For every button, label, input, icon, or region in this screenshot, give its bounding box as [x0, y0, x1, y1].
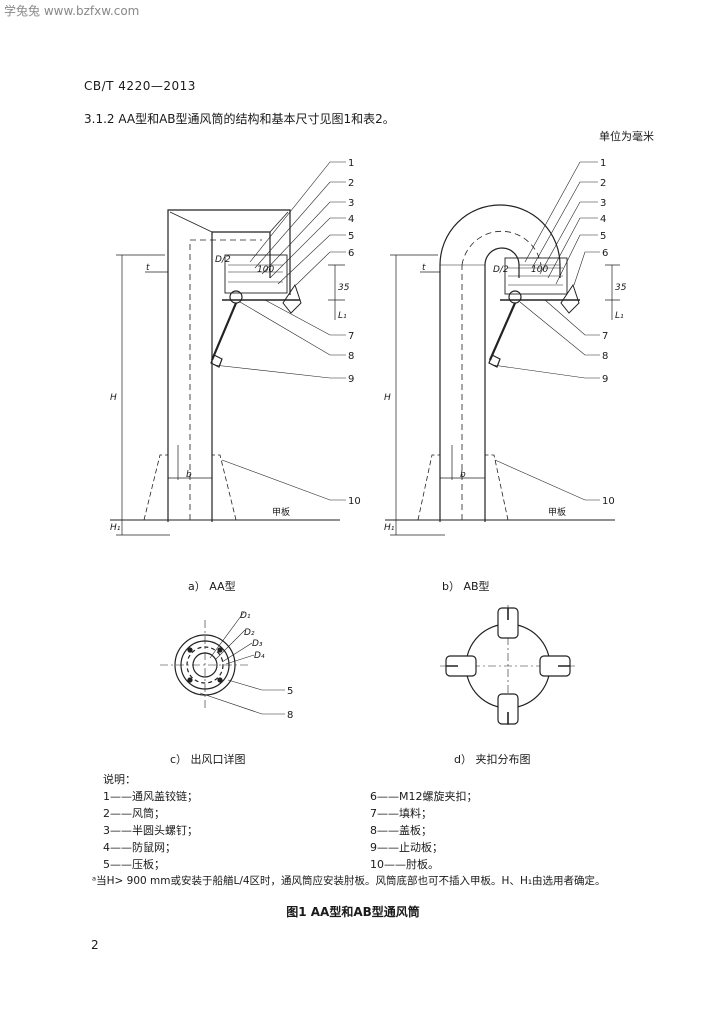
ab-ventilator-drawing — [385, 161, 620, 536]
callout-aa-4: 4 — [348, 214, 354, 225]
callout-ab-10: 10 — [602, 496, 615, 507]
legend-left-2: 2——风筒； — [103, 807, 165, 820]
label-ab-h: H — [384, 393, 391, 403]
callout-ab-7: 7 — [602, 331, 608, 342]
legend-right-8: 8——盖板； — [370, 824, 432, 837]
callout-ab-8: 8 — [602, 351, 608, 362]
page-number: 2 — [91, 938, 99, 952]
label-aa-deck: 甲板 — [272, 506, 290, 518]
footnote: ᵃ当H> 900 mm或安装于船艏L/4区时，通风筒应安装肘板。风筒底部也可不插… — [92, 875, 606, 887]
label-aa-b: b — [186, 470, 192, 480]
callout-ab-3: 3 — [600, 198, 606, 209]
aa-ventilator-drawing — [110, 161, 346, 536]
label-c-d1: D₁ — [240, 611, 251, 621]
label-aa-h1: H₁ — [110, 523, 121, 533]
label-ab-t: t — [422, 263, 426, 273]
callout-c-8: 8 — [287, 710, 293, 721]
legend-right-7: 7——填料； — [370, 807, 432, 820]
label-aa-l1: L₁ — [338, 311, 347, 321]
caption-c: c） 出风口详图 — [170, 753, 246, 766]
legend-right-10: 10——肘板。 — [370, 858, 439, 871]
callout-aa-2: 2 — [348, 178, 354, 189]
callout-aa-9: 9 — [348, 374, 354, 385]
callout-ab-2: 2 — [600, 178, 606, 189]
callout-aa-10: 10 — [348, 496, 361, 507]
label-ab-deck: 甲板 — [548, 506, 566, 518]
callout-ab-5: 5 — [600, 231, 606, 242]
label-c-d2: D₂ — [244, 628, 255, 638]
legend-left-5: 5——压板； — [103, 858, 165, 871]
legend-right-6: 6——M12螺旋夹扣； — [370, 790, 478, 803]
legend-left-4: 4——防鼠网； — [103, 841, 176, 854]
caption-b: b） AB型 — [442, 580, 490, 593]
legend-title: 说明： — [103, 773, 136, 786]
label-aa-d2: D/2 — [215, 255, 231, 265]
unit-note: 单位为毫米 — [599, 130, 654, 143]
callout-aa-1: 1 — [348, 158, 354, 169]
label-ab-100: 100 — [531, 265, 548, 275]
legend-left-3: 3——半圆头螺钉； — [103, 824, 198, 837]
watermark: 学兔兔 www.bzfxw.com — [4, 4, 140, 18]
clause-text: 3.1.2 AA型和AB型通风筒的结构和基本尺寸见图1和表2。 — [84, 112, 395, 126]
label-ab-l1: L₁ — [615, 311, 624, 321]
label-aa-t: t — [146, 263, 150, 273]
callout-aa-3: 3 — [348, 198, 354, 209]
legend-right-9: 9——止动板； — [370, 841, 443, 854]
standard-number: CB/T 4220—2013 — [84, 79, 196, 93]
callout-c-5: 5 — [287, 686, 293, 697]
label-aa-35: 35 — [338, 283, 350, 293]
callout-aa-8: 8 — [348, 351, 354, 362]
label-ab-d2: D/2 — [493, 265, 509, 275]
caption-a: a） AA型 — [188, 580, 236, 593]
label-c-d4: D₄ — [254, 651, 265, 661]
label-aa-h: H — [110, 393, 117, 403]
label-ab-h1: H₁ — [384, 523, 395, 533]
outlet-detail-drawing — [160, 611, 285, 715]
figure-title: 图1 AA型和AB型通风筒 — [286, 905, 420, 919]
callout-ab-1: 1 — [600, 158, 606, 169]
label-ab-35: 35 — [615, 283, 627, 293]
callout-aa-5: 5 — [348, 231, 354, 242]
caption-d: d） 夹扣分布图 — [454, 753, 531, 766]
label-ab-b: b — [460, 470, 466, 480]
callout-ab-6: 6 — [602, 248, 608, 259]
callout-aa-7: 7 — [348, 331, 354, 342]
callout-ab-4: 4 — [600, 214, 606, 225]
label-c-d3: D₃ — [252, 639, 263, 649]
callout-aa-6: 6 — [348, 248, 354, 259]
label-aa-100: 100 — [257, 265, 274, 275]
clamp-distribution-drawing — [440, 605, 575, 728]
legend-left-1: 1——通风盖铰链； — [103, 790, 198, 803]
callout-ab-9: 9 — [602, 374, 608, 385]
